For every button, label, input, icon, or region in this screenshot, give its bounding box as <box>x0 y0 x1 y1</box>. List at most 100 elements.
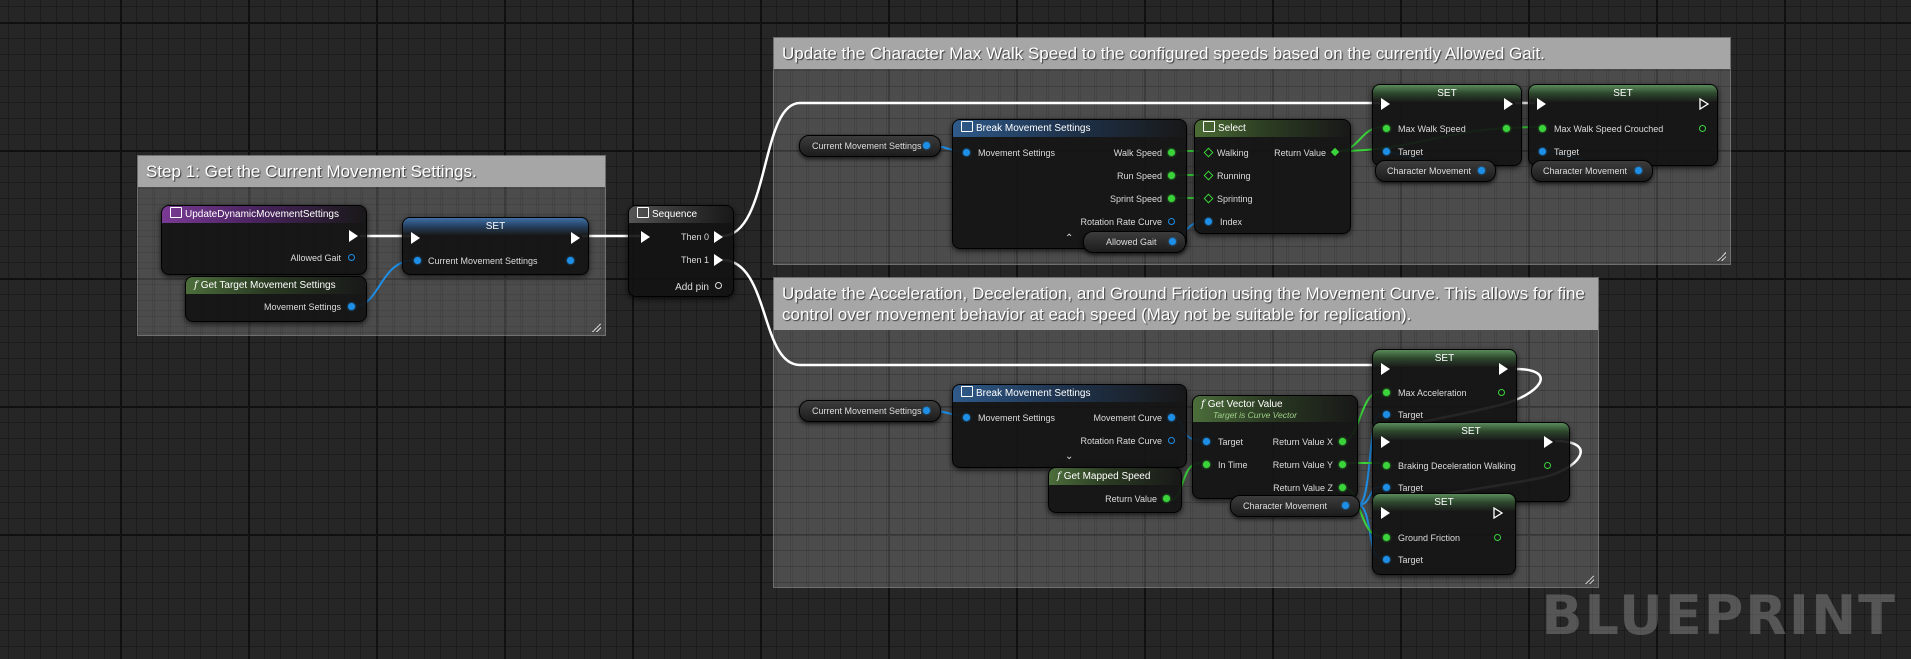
node-header: SET <box>1373 350 1516 367</box>
braking-deceleration-walking-in-pin[interactable] <box>1383 462 1390 469</box>
walking-pin[interactable] <box>1203 147 1214 158</box>
var-out-pin[interactable] <box>923 407 930 414</box>
sprinting-pin[interactable] <box>1203 193 1214 204</box>
pin-label-return-value-x: Return Value X <box>1272 437 1333 447</box>
allowed-gait-pin[interactable] <box>348 254 355 261</box>
node-set-current-movement-settings[interactable]: SET Current Movement Settings <box>402 217 589 275</box>
node-set-braking-deceleration-walking[interactable]: SET Braking Deceleration Walking Target <box>1372 422 1570 502</box>
pin-label-sprinting: Sprinting <box>1217 194 1253 204</box>
resize-grip-icon[interactable] <box>1584 574 1594 584</box>
event-node-update-dynamic-movement-settings[interactable]: UpdateDynamicMovementSettings Allowed Ga… <box>161 205 367 275</box>
ground-friction-in-pin[interactable] <box>1383 534 1390 541</box>
return-value-pin[interactable] <box>1163 495 1170 502</box>
exec-out-hollow-icon[interactable] <box>1493 507 1503 519</box>
current-movement-settings-out-pin[interactable] <box>567 257 574 264</box>
index-pin[interactable] <box>1205 218 1212 225</box>
var-out-pin[interactable] <box>923 142 930 149</box>
return-value-x-pin[interactable] <box>1339 438 1346 445</box>
braking-deceleration-walking-out-pin[interactable] <box>1544 462 1551 469</box>
resize-grip-icon[interactable] <box>1716 251 1726 261</box>
add-pin-icon[interactable] <box>715 282 722 289</box>
node-set-max-walk-speed-crouched[interactable]: SET Max Walk Speed Crouched Target <box>1528 84 1718 166</box>
exec-in-pin[interactable] <box>1381 363 1390 375</box>
comment-top-title[interactable]: Update the Character Max Walk Speed to t… <box>774 38 1730 69</box>
var-out-pin[interactable] <box>1635 167 1642 174</box>
target-pin[interactable] <box>1203 438 1210 445</box>
exec-out-pin[interactable] <box>571 232 580 244</box>
target-pin[interactable] <box>1383 148 1390 155</box>
pin-label-max-walk-speed-crouched: Max Walk Speed Crouched <box>1554 124 1664 134</box>
exec-out-pin[interactable] <box>1499 363 1508 375</box>
movement-curve-pin[interactable] <box>1168 414 1175 421</box>
pin-label-target: Target <box>1398 555 1424 565</box>
node-set-ground-friction[interactable]: SET Ground Friction Target <box>1372 493 1516 575</box>
target-pin[interactable] <box>1383 411 1390 418</box>
var-allowed-gait[interactable]: Allowed Gait <box>1083 231 1186 253</box>
var-out-pin[interactable] <box>1478 167 1485 174</box>
exec-out-pin[interactable] <box>349 230 358 242</box>
node-break-movement-settings-top[interactable]: Break Movement Settings Movement Setting… <box>952 119 1187 249</box>
exec-out-hollow-icon[interactable] <box>1699 98 1709 110</box>
comment-bottom-title[interactable]: Update the Acceleration, Deceleration, a… <box>774 278 1598 330</box>
target-pin[interactable] <box>1383 484 1390 491</box>
max-acceleration-out-pin[interactable] <box>1498 389 1505 396</box>
max-walk-speed-crouched-out-pin[interactable] <box>1699 125 1706 132</box>
return-value-pin[interactable] <box>1330 147 1340 157</box>
target-pin[interactable] <box>1539 148 1546 155</box>
comment-step1-title[interactable]: Step 1: Get the Current Movement Setting… <box>138 156 605 187</box>
exec-in-pin[interactable] <box>641 231 650 243</box>
exec-in-pin[interactable] <box>1381 98 1390 110</box>
var-out-pin[interactable] <box>1169 238 1176 245</box>
node-title: Sequence <box>652 209 698 220</box>
movement-settings-in-pin[interactable] <box>963 414 970 421</box>
ground-friction-out-pin[interactable] <box>1494 534 1501 541</box>
resize-grip-icon[interactable] <box>591 322 601 332</box>
node-set-max-walk-speed[interactable]: SET Max Walk Speed Target <box>1372 84 1522 166</box>
chevron-up-icon[interactable]: ⌃ <box>1065 233 1074 244</box>
return-value-z-pin[interactable] <box>1339 484 1346 491</box>
add-pin-button[interactable]: Add pin <box>675 282 709 293</box>
in-time-pin[interactable] <box>1203 461 1210 468</box>
movement-settings-in-pin[interactable] <box>963 149 970 156</box>
max-acceleration-in-pin[interactable] <box>1383 389 1390 396</box>
movement-settings-out-pin[interactable] <box>348 303 355 310</box>
exec-in-pin[interactable] <box>1537 98 1546 110</box>
sprint-speed-pin[interactable] <box>1168 195 1175 202</box>
chevron-down-icon[interactable]: ⌄ <box>1065 451 1074 462</box>
rotation-rate-curve-pin[interactable] <box>1168 437 1175 444</box>
pin-label-max-acceleration: Max Acceleration <box>1398 388 1467 398</box>
node-header: SET <box>1529 85 1717 102</box>
then0-pin[interactable] <box>714 231 723 243</box>
var-current-movement-settings-bottom[interactable]: Current Movement Settings <box>799 400 941 422</box>
node-set-max-acceleration[interactable]: SET Max Acceleration Target <box>1372 349 1517 431</box>
exec-in-pin[interactable] <box>1381 436 1390 448</box>
var-out-pin[interactable] <box>1342 502 1349 509</box>
exec-out-pin[interactable] <box>1504 98 1513 110</box>
var-character-movement-c[interactable]: Character Movement <box>1230 495 1360 517</box>
node-select[interactable]: Select Walking Running Sprinting Index R… <box>1194 119 1351 234</box>
running-pin[interactable] <box>1203 170 1214 181</box>
then1-pin[interactable] <box>714 254 723 266</box>
pin-label-current-movement-settings: Current Movement Settings <box>428 256 538 266</box>
rotation-rate-curve-pin[interactable] <box>1168 218 1175 225</box>
node-break-movement-settings-bottom[interactable]: Break Movement Settings Movement Setting… <box>952 384 1187 468</box>
exec-in-pin[interactable] <box>411 232 420 244</box>
return-value-y-pin[interactable] <box>1339 461 1346 468</box>
max-walk-speed-in-pin[interactable] <box>1383 125 1390 132</box>
var-character-movement-a[interactable]: Character Movement <box>1375 160 1496 182</box>
pin-label-return-value-y: Return Value Y <box>1272 460 1333 470</box>
target-pin[interactable] <box>1383 556 1390 563</box>
current-movement-settings-in-pin[interactable] <box>414 257 421 264</box>
max-walk-speed-out-pin[interactable] <box>1503 125 1510 132</box>
node-sequence[interactable]: Sequence Then 0 Then 1 Add pin <box>628 205 734 297</box>
exec-in-pin[interactable] <box>1381 507 1390 519</box>
var-character-movement-b[interactable]: Character Movement <box>1531 160 1653 182</box>
var-current-movement-settings-top[interactable]: Current Movement Settings <box>799 135 941 157</box>
walk-speed-pin[interactable] <box>1168 149 1175 156</box>
max-walk-speed-crouched-in-pin[interactable] <box>1539 125 1546 132</box>
exec-out-pin[interactable] <box>1544 436 1553 448</box>
run-speed-pin[interactable] <box>1168 172 1175 179</box>
